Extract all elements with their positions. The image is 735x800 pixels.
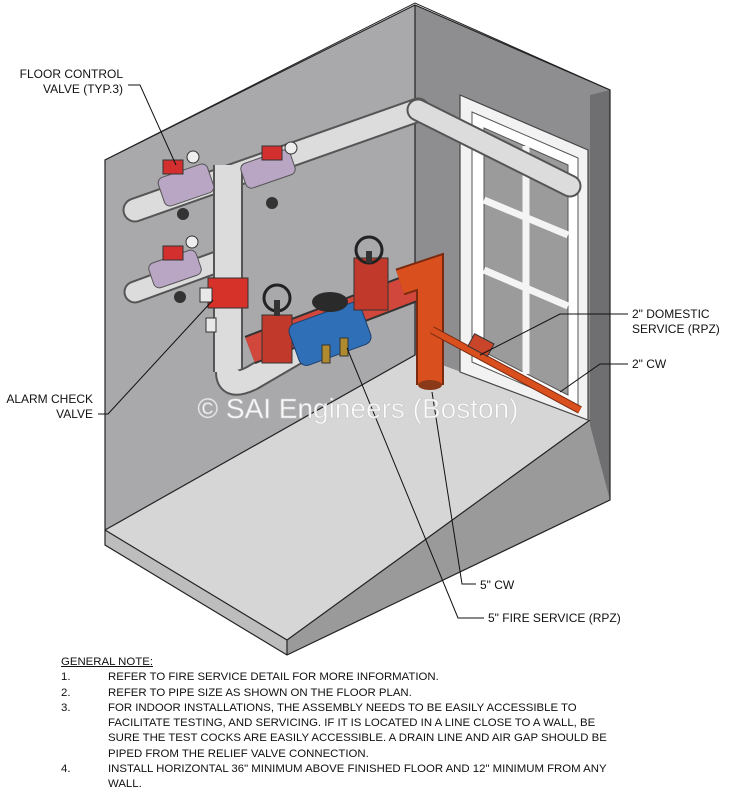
floor-front-edge xyxy=(105,530,287,655)
label-domestic-service-2: SERVICE (RPZ) xyxy=(632,322,720,336)
note-number: 3. xyxy=(61,701,71,714)
alarm-check-valve-drawing xyxy=(199,277,249,333)
watermark: © SAI Engineers (Boston) xyxy=(197,393,518,424)
label-2in-cw: 2" CW xyxy=(632,357,667,371)
note-text: REFER TO PIPE SIZE AS SHOWN ON THE FLOOR… xyxy=(108,686,412,699)
leader-lines xyxy=(98,84,628,619)
note-item: 1. REFER TO FIRE SERVICE DETAIL FOR MORE… xyxy=(61,670,621,685)
general-notes: GENERAL NOTE: 1. REFER TO FIRE SERVICE D… xyxy=(61,655,621,793)
note-number: 2. xyxy=(61,686,71,699)
label-5in-cw: 5" CW xyxy=(480,578,515,592)
note-text: REFER TO FIRE SERVICE DETAIL FOR MORE IN… xyxy=(108,671,439,684)
label-alarm-check-valve-1: ALARM CHECK xyxy=(6,392,93,406)
note-number: 1. xyxy=(61,671,71,684)
floor xyxy=(105,355,590,640)
note-item: 3. FOR INDOOR INSTALLATIONS, THE ASSEMBL… xyxy=(61,701,621,762)
label-5in-fire-service: 5" FIRE SERVICE (RPZ) xyxy=(488,611,621,625)
label-floor-control-valve-2: VALVE (TYP.3) xyxy=(43,82,123,96)
cold-water-piping xyxy=(395,252,582,414)
right-wall-outer-edge xyxy=(590,90,610,500)
note-item: 4. INSTALL HORIZONTAL 36" MINIMUM ABOVE … xyxy=(61,762,621,793)
floor-control-valves xyxy=(162,141,298,303)
fire-service-rpz-assembly xyxy=(244,235,426,366)
window xyxy=(459,94,589,421)
label-domestic-service-1: 2" DOMESTIC xyxy=(632,307,710,321)
floor-right-edge xyxy=(287,420,610,655)
room-outline xyxy=(104,4,611,656)
note-text: INSTALL HORIZONTAL 36" MINIMUM ABOVE FIN… xyxy=(108,763,607,791)
notes-heading: GENERAL NOTE: xyxy=(61,656,153,668)
label-alarm-check-valve-2: VALVE xyxy=(56,407,93,421)
note-text: FOR INDOOR INSTALLATIONS, THE ASSEMBLY N… xyxy=(108,701,607,760)
label-floor-control-valve-1: FLOOR CONTROL xyxy=(20,67,124,81)
note-item: 2. REFER TO PIPE SIZE AS SHOWN ON THE FL… xyxy=(61,686,621,701)
note-number: 4. xyxy=(61,763,71,776)
